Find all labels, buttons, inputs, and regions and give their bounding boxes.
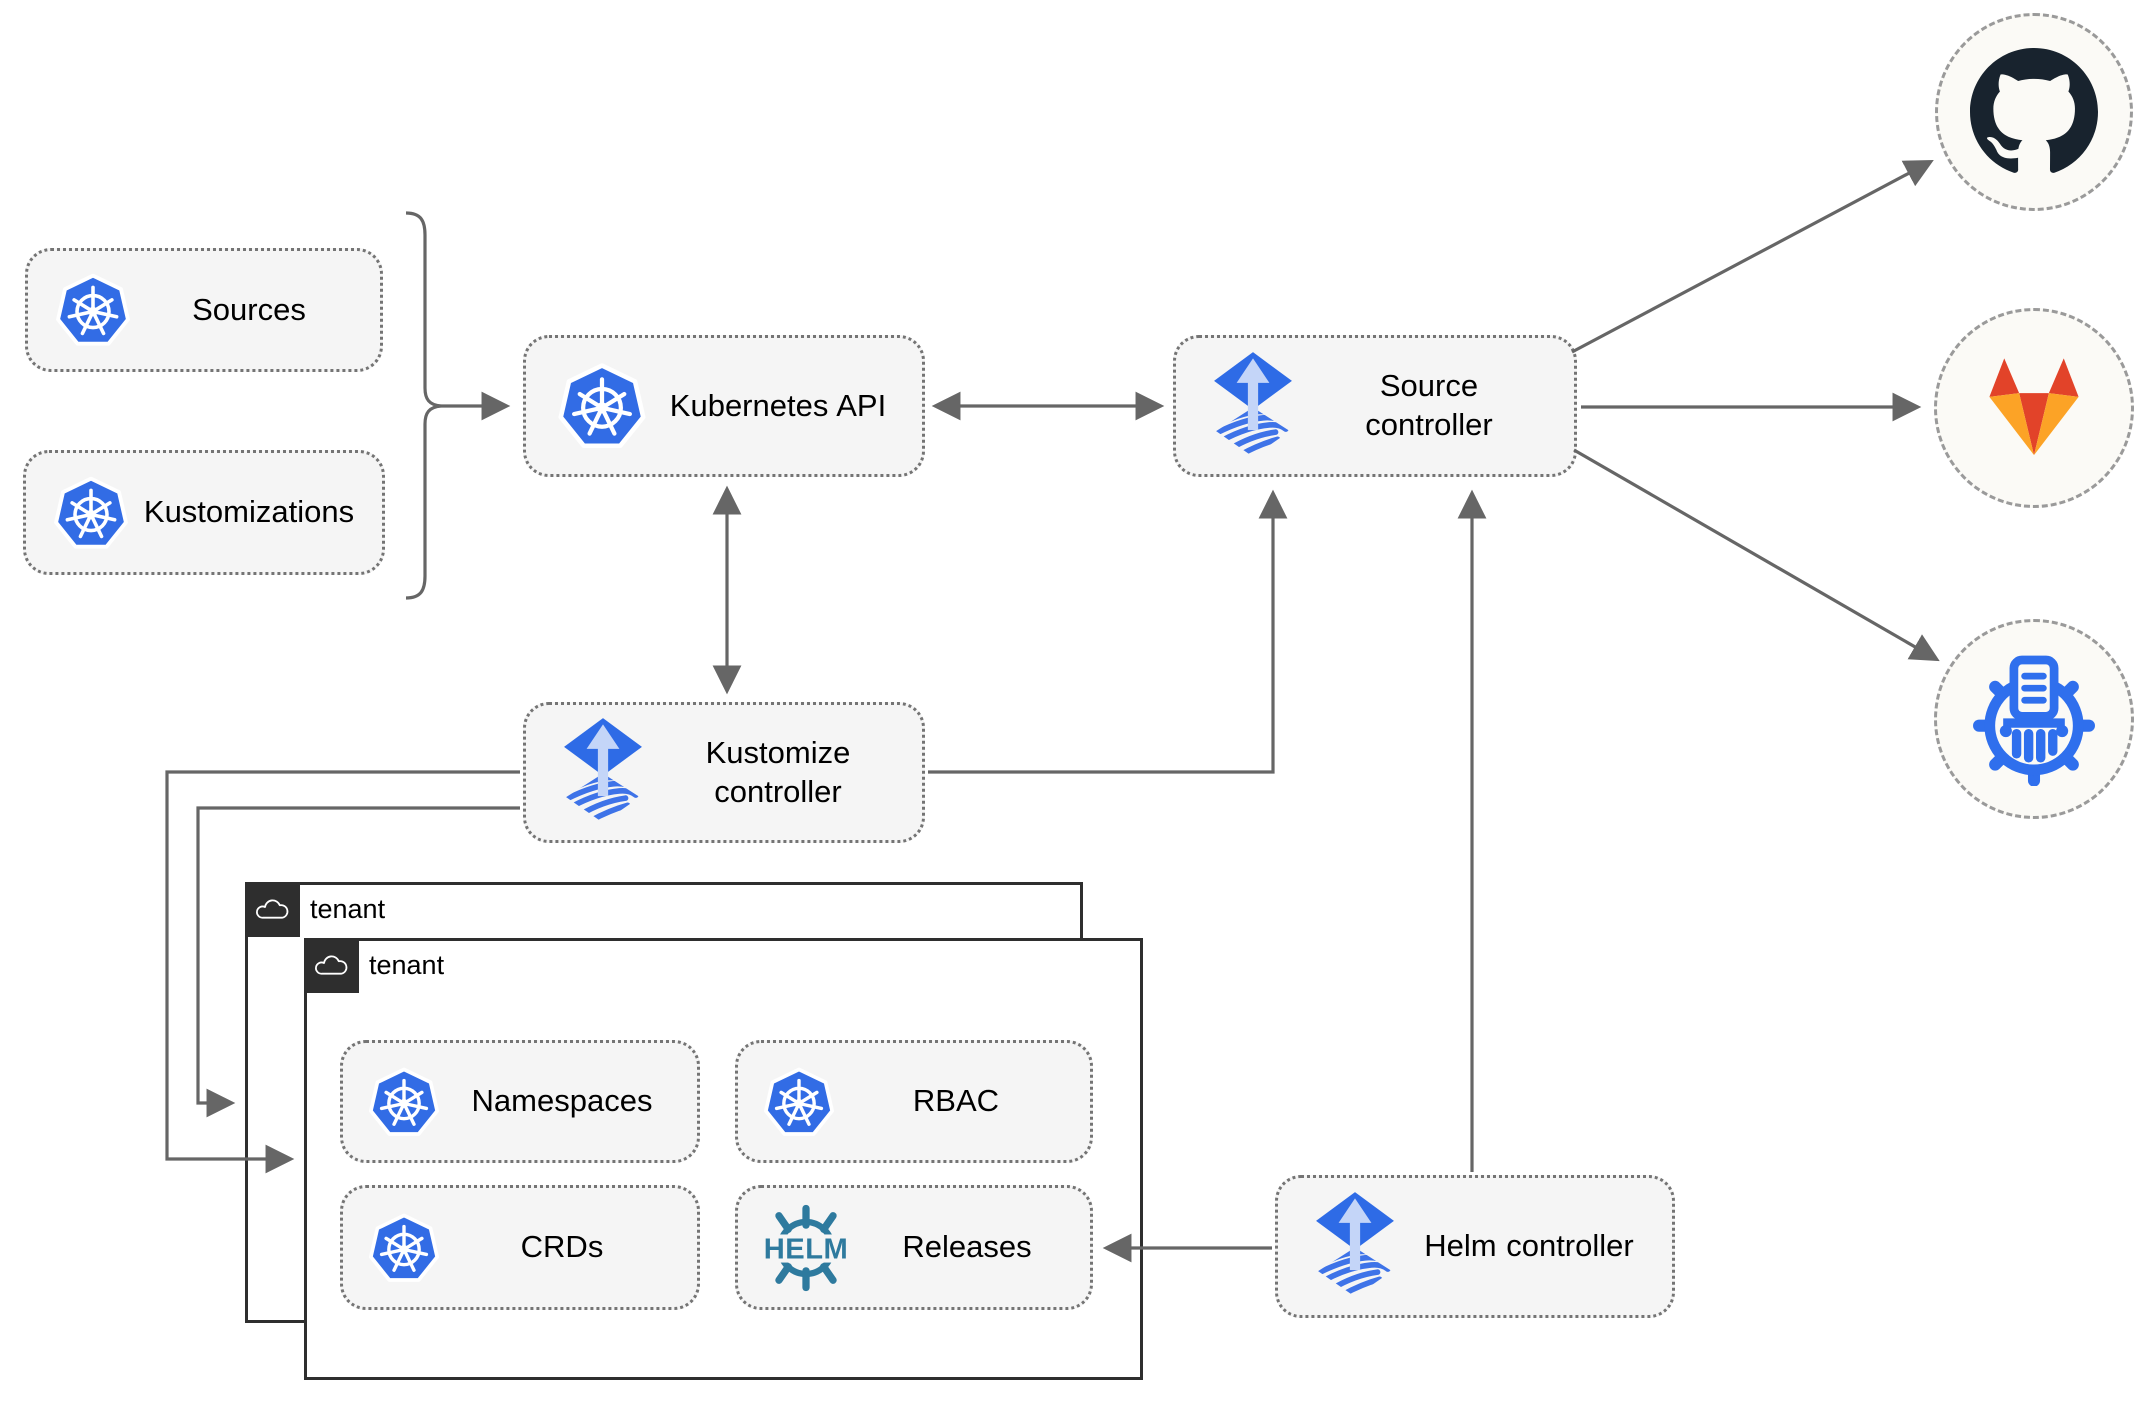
node-kubernetes-api-label: Kubernetes API [669,387,887,423]
tenant-front-label: tenant [369,950,445,980]
cloud-icon [255,897,291,923]
tenant-back-label: tenant [310,894,386,924]
node-releases-label: Releases [902,1229,1032,1265]
flux-icon [1314,1190,1396,1303]
kubernetes-icon [556,360,648,452]
node-crds-label: CRDs [520,1229,604,1265]
kubernetes-icon [762,1065,836,1139]
node-kustomizations-label: Kustomizations [143,494,355,530]
node-crds: CRDs [340,1185,700,1310]
kubernetes-icon [54,271,132,349]
kubernetes-icon [52,474,130,552]
gitlab-icon [1972,351,2096,465]
document-shredder-icon [1967,652,2101,786]
node-kustomize-controller-label: Kustomize controller [705,734,851,809]
oci-registry-endpoint [1934,619,2134,819]
helm-wordmark: HELM [764,1233,849,1265]
connector-kustomize-to-source-controller [928,489,1288,774]
node-kustomizations: Kustomizations [23,450,385,575]
tenant-front-tag [304,938,359,993]
gitlab-endpoint [1934,308,2134,508]
node-kubernetes-api: Kubernetes API [523,335,925,477]
node-source-controller-label: Source controller [1365,368,1493,442]
github-endpoint [1935,13,2133,211]
tenant-back-tag [245,882,300,937]
node-helm-controller-label: Helm controller [1424,1228,1634,1264]
kubernetes-icon [367,1211,441,1285]
node-sources: Sources [25,248,383,372]
node-releases: HELM Releases [735,1185,1093,1310]
connector-source-to-github [1571,159,1934,354]
connector-source-to-oci [1573,448,1940,662]
node-namespaces-label: Namespaces [471,1083,653,1119]
node-helm-controller: Helm controller [1275,1175,1675,1318]
kubernetes-icon [367,1065,441,1139]
node-kustomize-controller: Kustomize controller [523,702,925,843]
node-source-controller: Source controller [1173,335,1577,477]
node-rbac: RBAC [735,1040,1093,1163]
flux-icon [562,716,644,829]
node-sources-label: Sources [192,291,306,327]
cloud-icon [314,953,350,979]
node-namespaces: Namespaces [340,1040,700,1163]
bracket-sources-kustomizations [405,211,442,600]
node-rbac-label: RBAC [912,1083,1000,1119]
helm-icon: HELM [754,1196,858,1300]
flux-icon [1212,350,1294,463]
github-icon [1970,48,2098,176]
